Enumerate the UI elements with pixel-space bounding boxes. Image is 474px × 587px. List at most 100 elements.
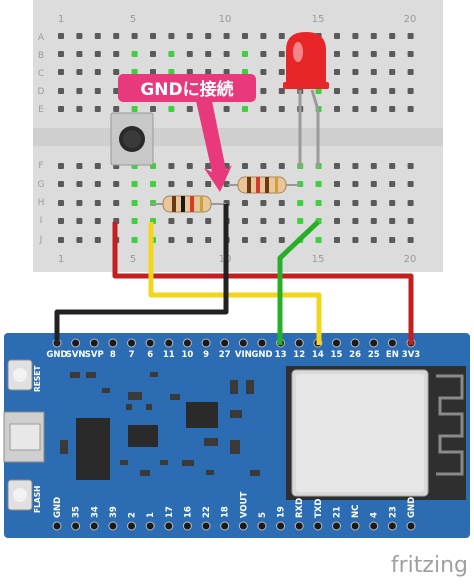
breadboard-hole xyxy=(131,200,138,206)
row-label-c: C xyxy=(38,69,44,79)
breadboard-hole xyxy=(334,200,340,206)
breadboard-hole xyxy=(76,88,83,94)
pin-hole xyxy=(387,338,397,348)
breadboard-hole xyxy=(260,88,267,94)
breadboard-hole xyxy=(150,69,156,75)
breadboard-hole xyxy=(370,163,377,169)
breadboard-hole xyxy=(168,33,175,39)
pin-hole xyxy=(257,521,267,531)
breadboard-hole xyxy=(407,200,414,206)
callout-text: GNDに接続 xyxy=(140,79,233,100)
breadboard-hole xyxy=(242,51,248,57)
breadboard-hole xyxy=(113,106,120,112)
smd-part xyxy=(230,440,240,454)
breadboard-hole xyxy=(131,106,138,112)
bottom-pin-label: GND xyxy=(53,497,63,518)
breadboard-hole xyxy=(223,33,230,39)
pin-hole xyxy=(71,521,81,531)
breadboard-hole xyxy=(94,237,101,243)
wire-green xyxy=(277,220,320,345)
top-pin-label: VIN xyxy=(235,350,252,360)
breadboard-hole xyxy=(94,51,101,57)
bottom-pin-label: NC xyxy=(351,505,361,518)
breadboard-hole xyxy=(370,51,377,57)
top-pin-label: 13 xyxy=(275,350,287,360)
breadboard-hole xyxy=(150,106,156,112)
col-number-10-top: 10 xyxy=(219,14,232,25)
pin-hole xyxy=(276,521,286,531)
col-number-5-bottom: 5 xyxy=(130,254,136,265)
breadboard-hole xyxy=(334,69,340,75)
breadboard-hole xyxy=(76,69,83,75)
top-pin-label: 10 xyxy=(181,350,193,360)
row-label-g: G xyxy=(38,180,45,190)
breadboard-hole xyxy=(150,181,156,187)
pin-hole xyxy=(201,338,211,348)
pin-hole xyxy=(331,338,341,348)
pin-hole xyxy=(369,521,379,531)
smd-part xyxy=(120,460,128,465)
breadboard-hole xyxy=(407,69,414,75)
breadboard-hole xyxy=(315,181,322,187)
smd-part xyxy=(146,404,152,410)
breadboard-hole xyxy=(389,200,396,206)
breadboard-hole xyxy=(223,51,230,57)
breadboard-hole xyxy=(352,88,359,94)
smd-part xyxy=(140,470,150,476)
breadboard-hole xyxy=(94,33,101,39)
pin-hole xyxy=(350,338,360,348)
breadboard-hole xyxy=(278,218,285,224)
breadboard-hole xyxy=(76,33,83,39)
gnd-callout: GNDに接続 xyxy=(118,74,256,192)
pin-hole xyxy=(238,521,248,531)
pin-hole xyxy=(108,338,118,348)
bottom-pin-label: 1 xyxy=(146,512,156,518)
breadboard-hole xyxy=(334,237,340,243)
breadboard-hole xyxy=(223,106,230,112)
pin-hole xyxy=(294,338,304,348)
smd-part xyxy=(170,394,180,400)
top-pin-label: 8 xyxy=(110,350,116,360)
breadboard-hole xyxy=(297,218,304,224)
breadboard-hole xyxy=(94,163,101,169)
breadboard-center-channel xyxy=(33,128,443,146)
breadboard-hole xyxy=(205,218,212,224)
bottom-pin-label: 18 xyxy=(221,506,231,518)
breadboard-hole xyxy=(407,218,414,224)
breadboard-hole xyxy=(186,181,193,187)
breadboard-hole xyxy=(150,33,156,39)
smd-part xyxy=(60,440,68,454)
bottom-pin-label: 34 xyxy=(90,506,100,518)
breadboard-hole xyxy=(186,69,193,75)
breadboard-hole xyxy=(58,106,64,112)
bottom-pin-label: 22 xyxy=(202,506,212,518)
pin-hole xyxy=(369,338,379,348)
breadboard-hole xyxy=(205,181,212,187)
breadboard-hole xyxy=(113,88,120,94)
breadboard-hole xyxy=(334,51,340,57)
smd-part xyxy=(86,372,96,378)
smd-part xyxy=(182,460,194,466)
breadboard-hole xyxy=(389,69,396,75)
breadboard-hole xyxy=(58,200,64,206)
pin-header-bottom xyxy=(52,521,416,531)
breadboard-hole xyxy=(76,51,83,57)
smd-part xyxy=(102,388,110,393)
breadboard-hole xyxy=(242,200,248,206)
top-pin-label: SVN xyxy=(66,350,86,360)
row-label-f: F xyxy=(38,161,43,171)
breadboard-hole xyxy=(242,237,248,243)
breadboard-hole xyxy=(352,33,359,39)
pin-hole xyxy=(164,338,174,348)
smd-part xyxy=(160,460,168,465)
breadboard-hole xyxy=(168,69,175,75)
esp32-board: RESET FLASH xyxy=(3,333,470,538)
pin-hole xyxy=(145,521,155,531)
breadboard-hole xyxy=(389,106,396,112)
breadboard-hole xyxy=(260,51,267,57)
breadboard-hole xyxy=(168,218,175,224)
breadboard-hole xyxy=(407,88,414,94)
breadboard-hole xyxy=(389,51,396,57)
breadboard-hole xyxy=(113,69,120,75)
